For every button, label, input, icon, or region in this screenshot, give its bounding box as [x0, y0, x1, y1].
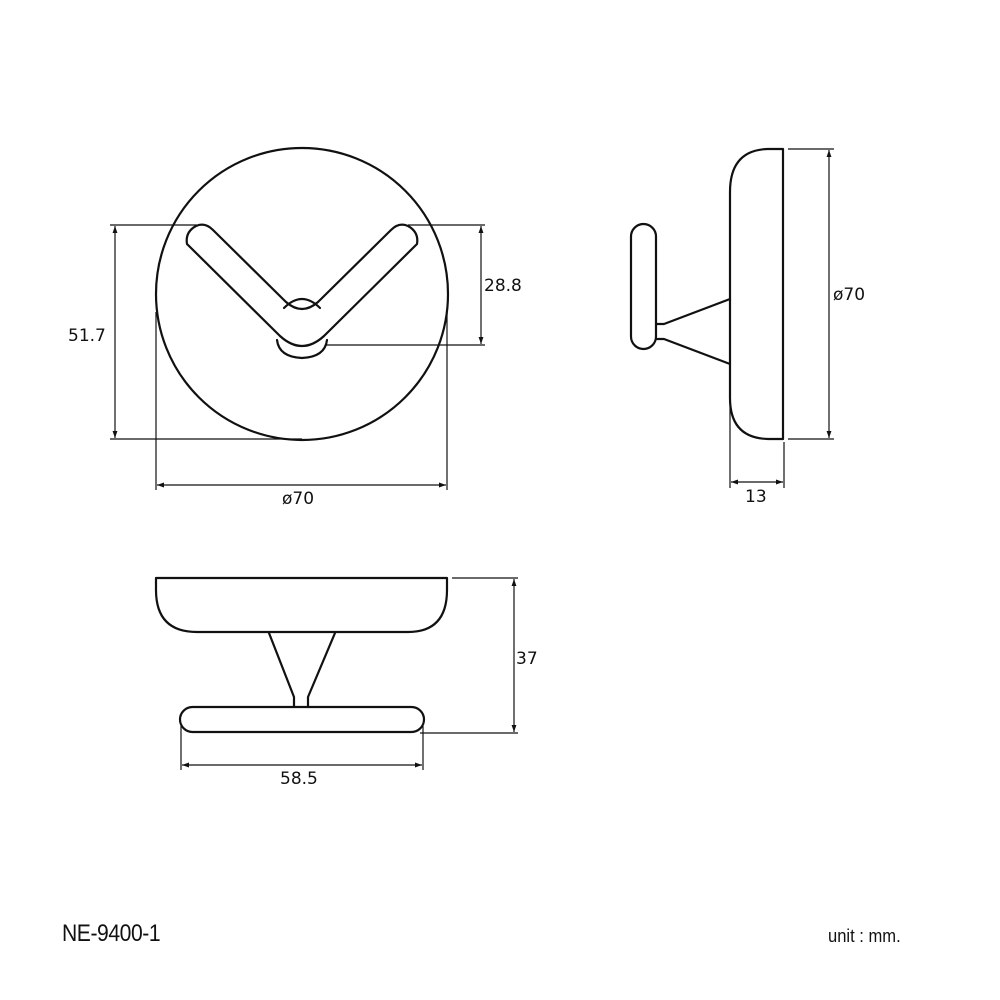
dim-hook-width: 58.5 [280, 769, 318, 789]
dim-side-depth: 13 [745, 487, 767, 507]
hub-upper-arc [282, 297, 322, 310]
front-view: 51.7 28.8 ø70 [68, 146, 522, 509]
unit-note: unit : mm. [828, 926, 901, 946]
hub-lower-arc [275, 338, 329, 360]
top-base-plate [154, 576, 449, 634]
dim-hook-height: 51.7 [68, 326, 106, 346]
top-hook-bar [178, 705, 426, 734]
top-neck-cone [267, 631, 296, 709]
side-view: ø70 13 [629, 147, 865, 507]
model-number: NE-9400-1 [62, 920, 161, 947]
side-hook-capsule [629, 222, 658, 351]
dim-side-diameter: ø70 [833, 285, 865, 305]
dim-front-diameter: ø70 [282, 489, 314, 509]
v-hook-outline [185, 223, 419, 348]
base-plate-circle [154, 146, 450, 442]
dim-arm-height: 28.8 [484, 276, 522, 296]
dim-projection: 37 [516, 649, 538, 669]
side-base-plate [728, 147, 785, 441]
top-view: 37 58.5 [154, 576, 538, 789]
side-neck-cone [654, 297, 732, 326]
